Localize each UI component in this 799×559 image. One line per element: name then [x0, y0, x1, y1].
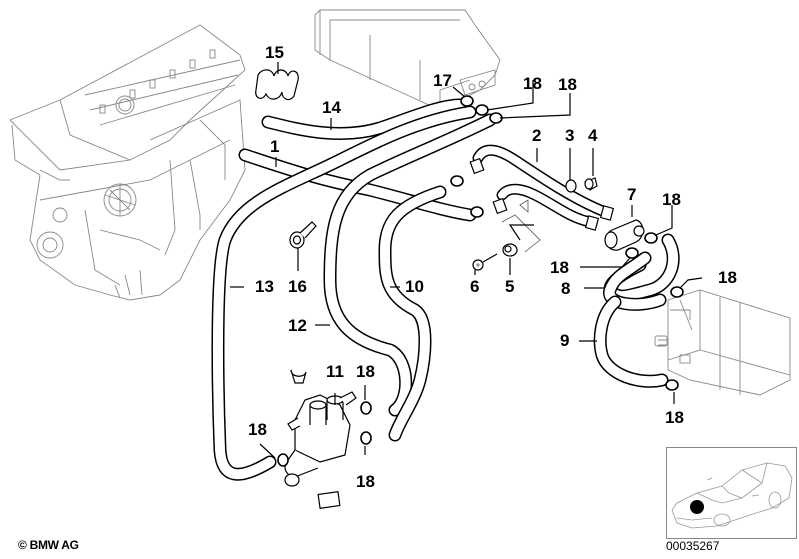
adapter-7	[604, 219, 645, 251]
callout-6[interactable]: 6	[470, 277, 479, 296]
car-outline-icon	[671, 462, 793, 529]
hose-clamps-bottom	[277, 401, 372, 467]
cap-3	[565, 179, 577, 193]
callout-labels: 15 14 1 17 18 18 2 3 4 7 18 18 8 18 9 18…	[248, 43, 737, 491]
callout-18-h[interactable]: 18	[248, 420, 267, 439]
hose-clip-16	[289, 221, 317, 249]
heater-valve-11	[284, 369, 357, 510]
auxiliary-unit-illustration	[654, 289, 791, 396]
callout-4[interactable]: 4	[588, 126, 598, 145]
callout-18-i[interactable]: 18	[356, 472, 375, 491]
callout-15[interactable]: 15	[265, 43, 284, 62]
callout-5[interactable]: 5	[505, 277, 514, 296]
hose-clamps-middle	[450, 175, 484, 218]
callout-18-f[interactable]: 18	[665, 408, 684, 427]
engine-illustration	[9, 24, 246, 301]
callout-18-b[interactable]: 18	[558, 75, 577, 94]
vehicle-locator-inset	[666, 447, 797, 539]
hose-clamps-right	[625, 232, 684, 391]
callout-18-g[interactable]: 18	[356, 362, 375, 381]
hoses	[211, 98, 680, 481]
callout-10[interactable]: 10	[405, 277, 424, 296]
callout-12[interactable]: 12	[288, 316, 307, 335]
callout-18-a[interactable]: 18	[523, 74, 542, 93]
location-marker	[690, 500, 704, 514]
callout-16[interactable]: 16	[288, 277, 307, 296]
callout-1[interactable]: 1	[270, 137, 279, 156]
callout-18-e[interactable]: 18	[718, 268, 737, 287]
callout-14[interactable]: 14	[322, 98, 341, 117]
pipe-2	[469, 144, 615, 253]
callout-7[interactable]: 7	[627, 185, 636, 204]
callout-3[interactable]: 3	[565, 126, 574, 145]
callout-11[interactable]: 11	[326, 362, 344, 381]
copyright-text: © BMW AG	[18, 538, 79, 552]
callout-9[interactable]: 9	[560, 331, 569, 350]
callout-13[interactable]: 13	[255, 277, 274, 296]
callout-8[interactable]: 8	[561, 279, 570, 298]
grommet-5	[502, 243, 518, 257]
callout-17[interactable]: 17	[433, 71, 452, 90]
callout-2[interactable]: 2	[532, 126, 541, 145]
clip-4	[584, 177, 598, 191]
hose-clamps-top	[460, 95, 503, 124]
callout-18-c[interactable]: 18	[662, 190, 681, 209]
screw-6	[472, 253, 498, 271]
diagram-number: 00035267	[666, 539, 720, 553]
heater-core-illustration	[314, 9, 501, 111]
hose-holder-15	[255, 69, 299, 101]
callout-18-d[interactable]: 18	[550, 258, 569, 277]
leader-lines	[230, 62, 703, 459]
